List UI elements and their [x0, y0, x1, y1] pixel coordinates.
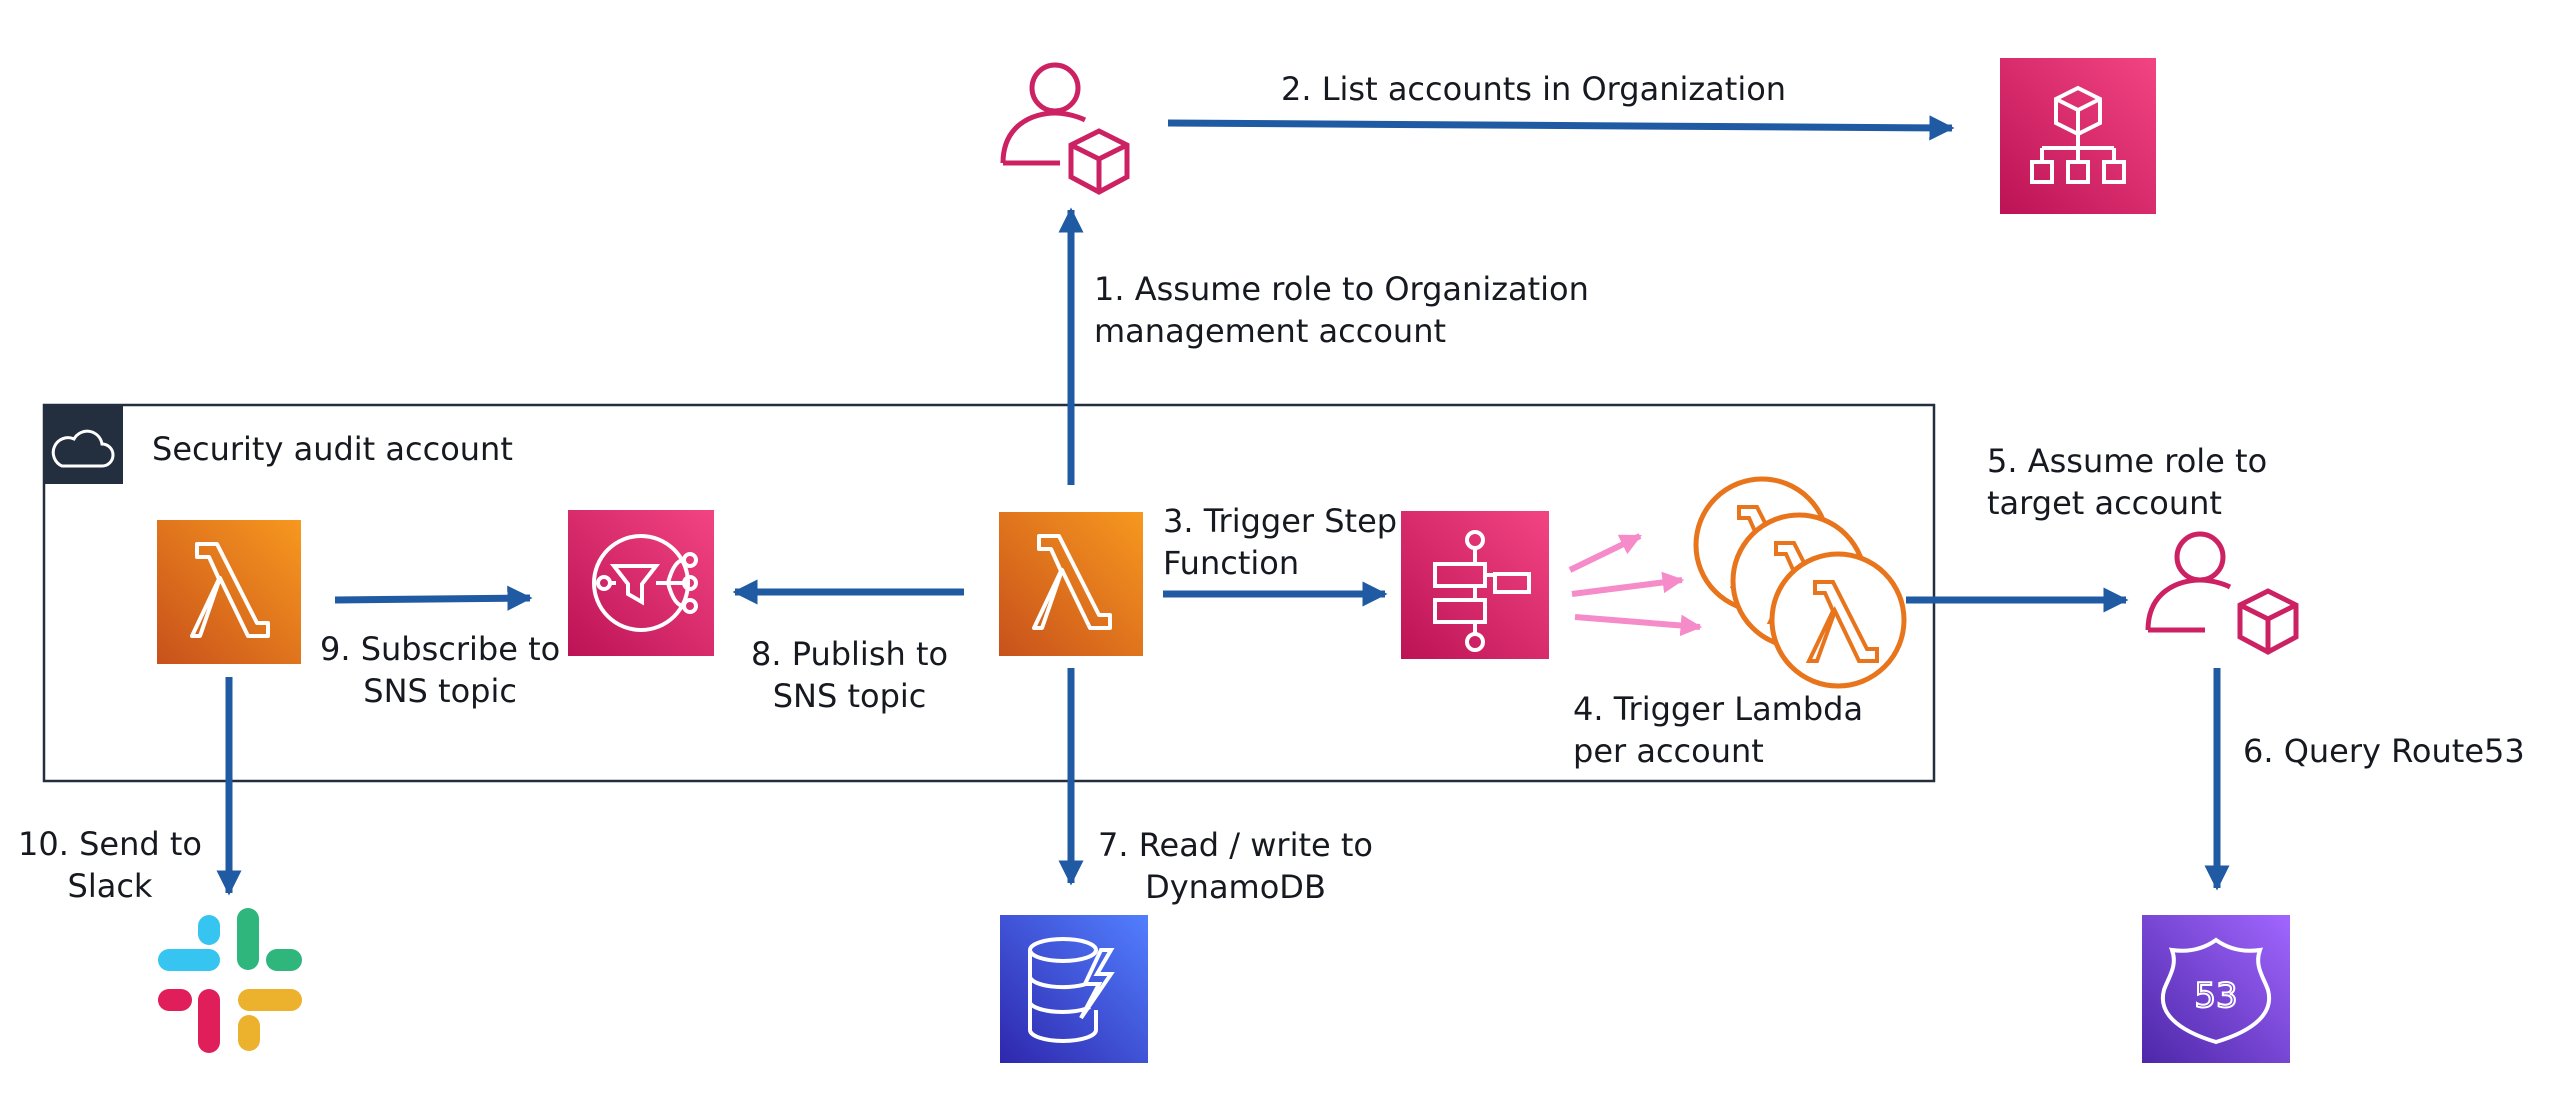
sns-icon: [568, 510, 714, 656]
step-8-label-line-1: 8. Publish to: [751, 635, 949, 673]
step-3-label: 3. Trigger Step Function: [1163, 500, 1397, 584]
step-4-label: 4. Trigger Lambda per account: [1573, 688, 1863, 772]
step-functions-icon: [1401, 511, 1549, 659]
step-5-label-line-1: 5. Assume role to: [1987, 442, 2268, 480]
step-9-label: 9. Subscribe to SNS topic: [320, 628, 560, 712]
dynamodb-icon: [1000, 915, 1148, 1063]
step-9-label-line-1: 9. Subscribe to: [320, 630, 561, 668]
step-1-label-line-1: 1. Assume role to Organization: [1094, 270, 1589, 308]
cloud-icon: [51, 429, 115, 468]
step-3-label-line-1: 3. Trigger Step: [1163, 502, 1398, 540]
route53-icon-glyph: 53: [2194, 976, 2237, 1016]
step-8-label: 8. Publish to SNS topic: [751, 633, 948, 717]
step-10-label-line-1: 10. Send to: [18, 825, 202, 863]
step-1-label-line-2: management account: [1094, 312, 1447, 350]
org-role-icon: [1000, 62, 1130, 195]
flow-arrows: [216, 115, 2230, 896]
arrow-subscribe-sns: [334, 585, 533, 611]
step-4-label-line-2: per account: [1573, 732, 1764, 770]
step-6-label-line-1: 6. Query Route53: [2243, 732, 2525, 770]
step-8-label-line-2: SNS topic: [772, 677, 927, 715]
step-7-label-line-1: 7. Read / write to: [1098, 826, 1373, 864]
step-7-label: 7. Read / write to DynamoDB: [1098, 824, 1373, 908]
subscriber-lambda-icon: [157, 520, 301, 664]
organizations-icon: [2000, 58, 2156, 214]
step-4-label-line-1: 4. Trigger Lambda: [1573, 690, 1864, 728]
step-5-label: 5. Assume role to target account: [1987, 440, 2267, 524]
per-account-lambdas-icon: [1693, 476, 1907, 689]
step-2-label-line-1: 2. List accounts in Organization: [1281, 70, 1787, 108]
step-3-label-line-2: Function: [1163, 544, 1300, 582]
step-6-label: 6. Query Route53: [2243, 730, 2525, 772]
step-7-label-line-2: DynamoDB: [1145, 868, 1326, 906]
main-lambda-icon: [999, 512, 1143, 656]
arrow-list-accounts: [1167, 115, 1955, 141]
target-role-icon: [2145, 531, 2299, 655]
fan-out-arrows: [1568, 533, 1703, 637]
route53-icon: 53: [2142, 915, 2290, 1063]
step-10-label: 10. Send to Slack: [18, 823, 202, 907]
slack-icon: [158, 908, 302, 1053]
step-10-label-line-2: Slack: [67, 867, 153, 905]
step-2-label: 2. List accounts in Organization: [1281, 68, 1786, 110]
account-box-title: Security audit account: [152, 430, 513, 468]
step-1-label: 1. Assume role to Organization managemen…: [1094, 268, 1589, 352]
step-9-label-line-2: SNS topic: [363, 672, 517, 710]
security-audit-account-box: [42, 403, 1936, 783]
step-5-label-line-2: target account: [1987, 484, 2222, 522]
